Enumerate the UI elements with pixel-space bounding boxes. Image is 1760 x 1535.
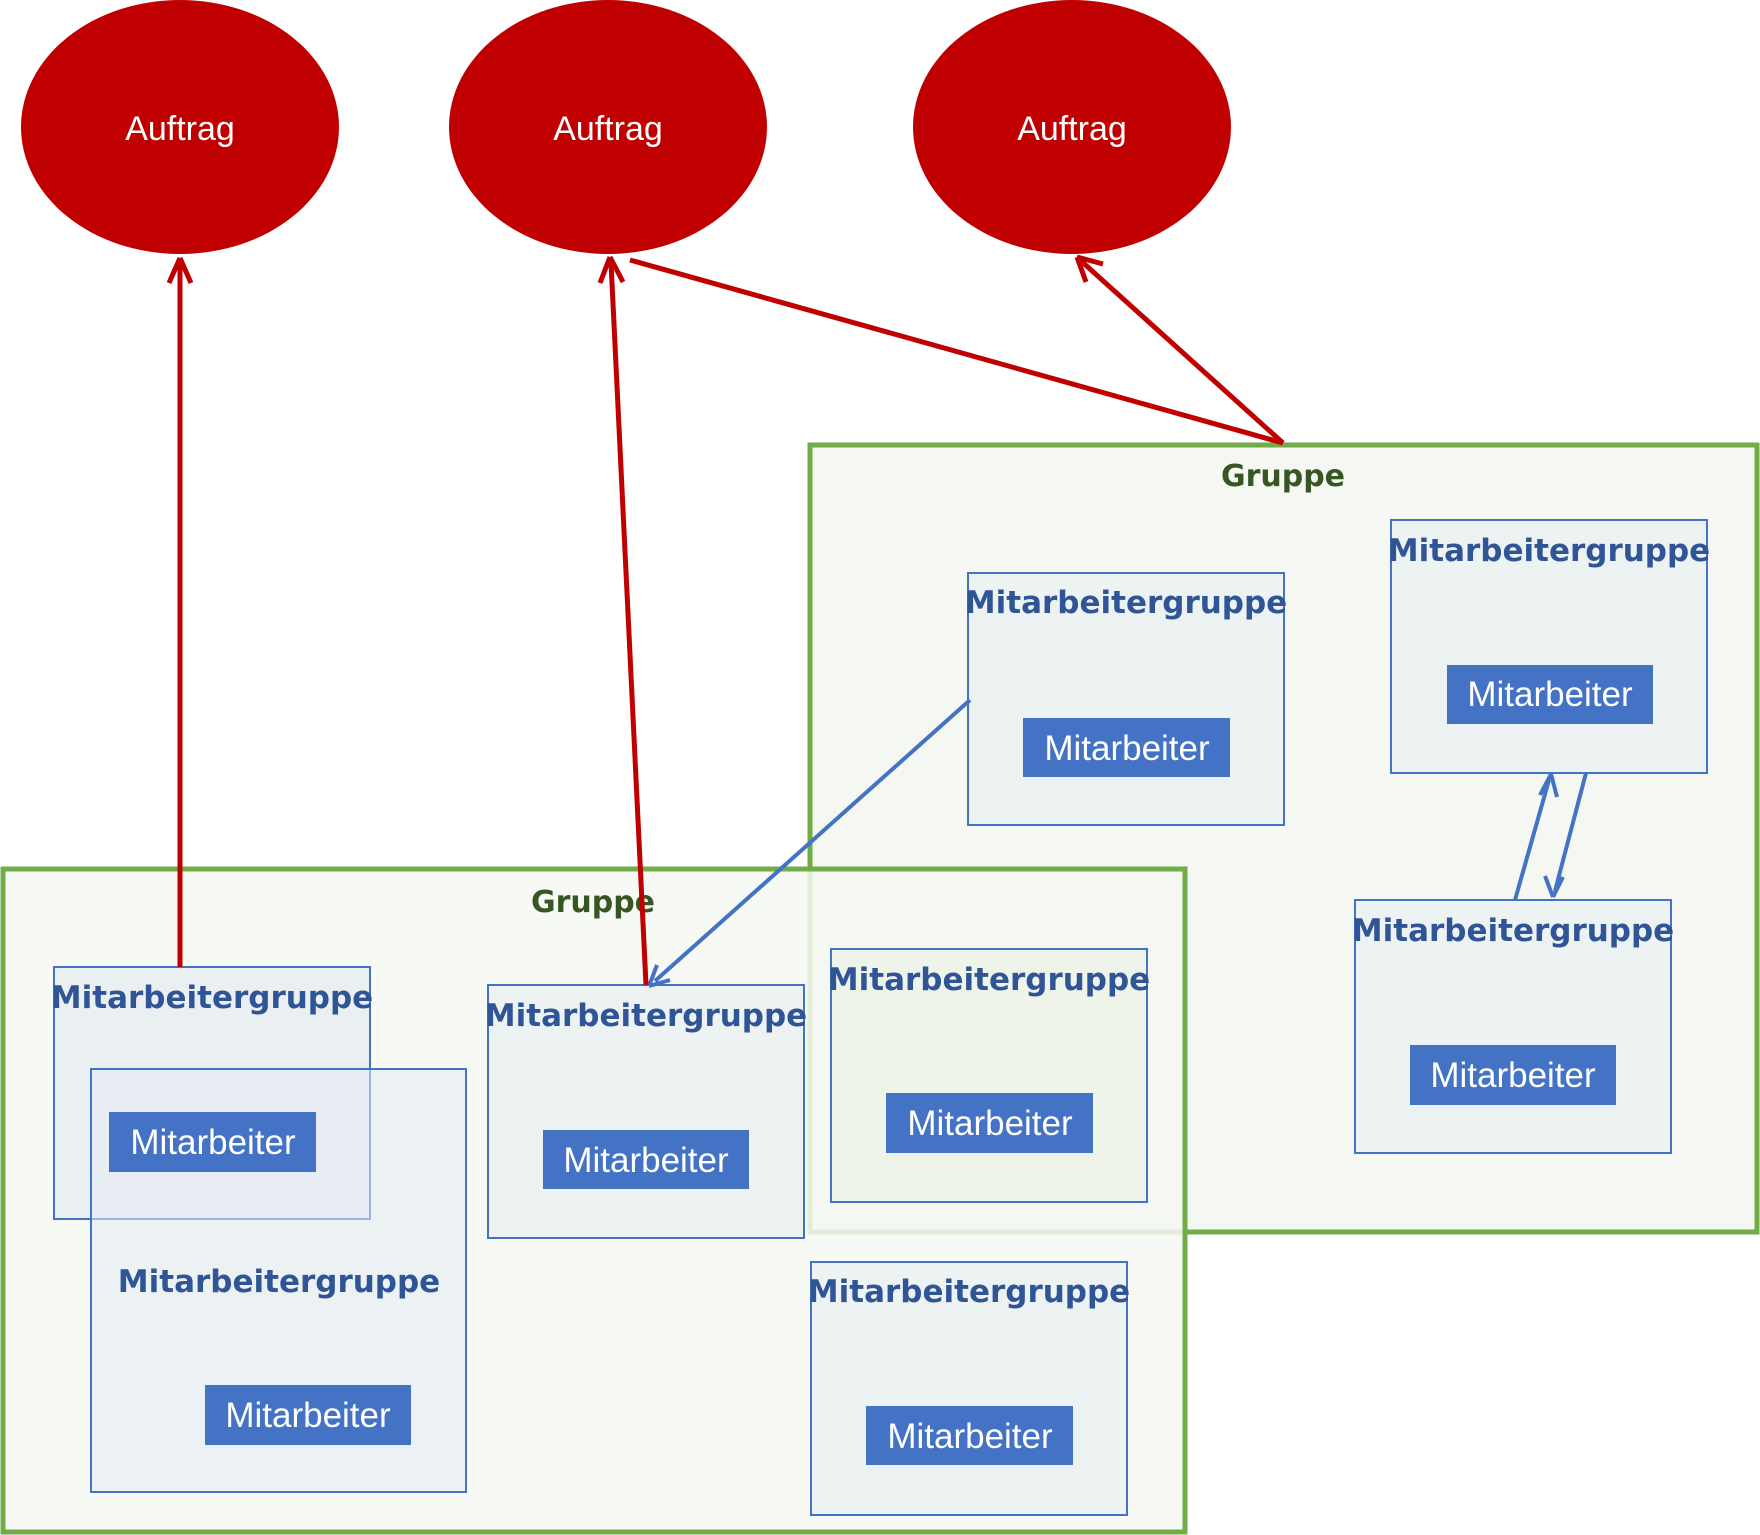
- mitarbeitergruppe-label: Mitarbeitergruppe: [808, 1274, 1130, 1310]
- blue-connector: [1513, 773, 1559, 901]
- mitarbeitergruppe-box[interactable]: Mitarbeitergruppe Mitarbeiter: [808, 1261, 1130, 1516]
- mitarbeitergruppe-label: Mitarbeitergruppe: [828, 962, 1150, 998]
- mitarbeitergruppe-box[interactable]: Mitarbeitergruppe Mitarbeiter: [1388, 519, 1710, 774]
- mitarbeiter-label: Mitarbeiter: [1044, 729, 1210, 768]
- auftrag-node[interactable]: Auftrag: [913, 0, 1231, 254]
- mitarbeiter-label: Mitarbeiter: [1430, 1056, 1596, 1095]
- mitarbeitergruppe-label: Mitarbeitergruppe: [485, 998, 807, 1034]
- mitarbeiter-label: Mitarbeiter: [1467, 675, 1633, 714]
- mitarbeitergruppe-label: Mitarbeitergruppe: [965, 585, 1287, 621]
- mitarbeiter-box[interactable]: Mitarbeiter: [109, 1112, 316, 1172]
- mitarbeitergruppe-label: Mitarbeitergruppe: [1352, 913, 1674, 949]
- mitarbeitergruppe-label: Mitarbeitergruppe: [51, 980, 373, 1016]
- mitarbeitergruppe-box[interactable]: Mitarbeitergruppe Mitarbeiter: [965, 572, 1287, 826]
- mitarbeiter-label: Mitarbeiter: [563, 1141, 729, 1180]
- mitarbeiter-label: Mitarbeiter: [887, 1417, 1053, 1456]
- mitarbeitergruppe-box[interactable]: Mitarbeitergruppe Mitarbeiter: [1352, 899, 1674, 1154]
- auftrag-node[interactable]: Auftrag: [449, 0, 767, 254]
- auftrag-node[interactable]: Auftrag: [21, 0, 339, 254]
- gruppe-left-label: Gruppe: [531, 885, 655, 920]
- blue-connector: [647, 698, 972, 988]
- gruppe-right-label: Gruppe: [1221, 459, 1345, 494]
- mitarbeiter-label: Mitarbeiter: [225, 1396, 391, 1435]
- mitarbeitergruppe-label: Mitarbeitergruppe: [1388, 533, 1710, 569]
- blue-connector: [1543, 772, 1588, 898]
- red-connector: [166, 256, 194, 967]
- auftrag-label: Auftrag: [553, 110, 663, 148]
- mitarbeitergruppe-box[interactable]: Mitarbeitergruppe Mitarbeiter: [485, 984, 807, 1239]
- red-connector: [629, 257, 1284, 446]
- mitarbeiter-label: Mitarbeiter: [130, 1123, 296, 1162]
- mitarbeitergruppe-label: Mitarbeitergruppe: [118, 1264, 440, 1300]
- mitarbeitergruppe-box[interactable]: Mitarbeitergruppe Mitarbeiter: [828, 948, 1150, 1203]
- auftrag-label: Auftrag: [125, 110, 235, 148]
- auftrag-label: Auftrag: [1017, 110, 1127, 148]
- red-connector: [597, 255, 649, 986]
- red-connector: [1074, 254, 1285, 445]
- mitarbeiter-label: Mitarbeiter: [907, 1104, 1073, 1143]
